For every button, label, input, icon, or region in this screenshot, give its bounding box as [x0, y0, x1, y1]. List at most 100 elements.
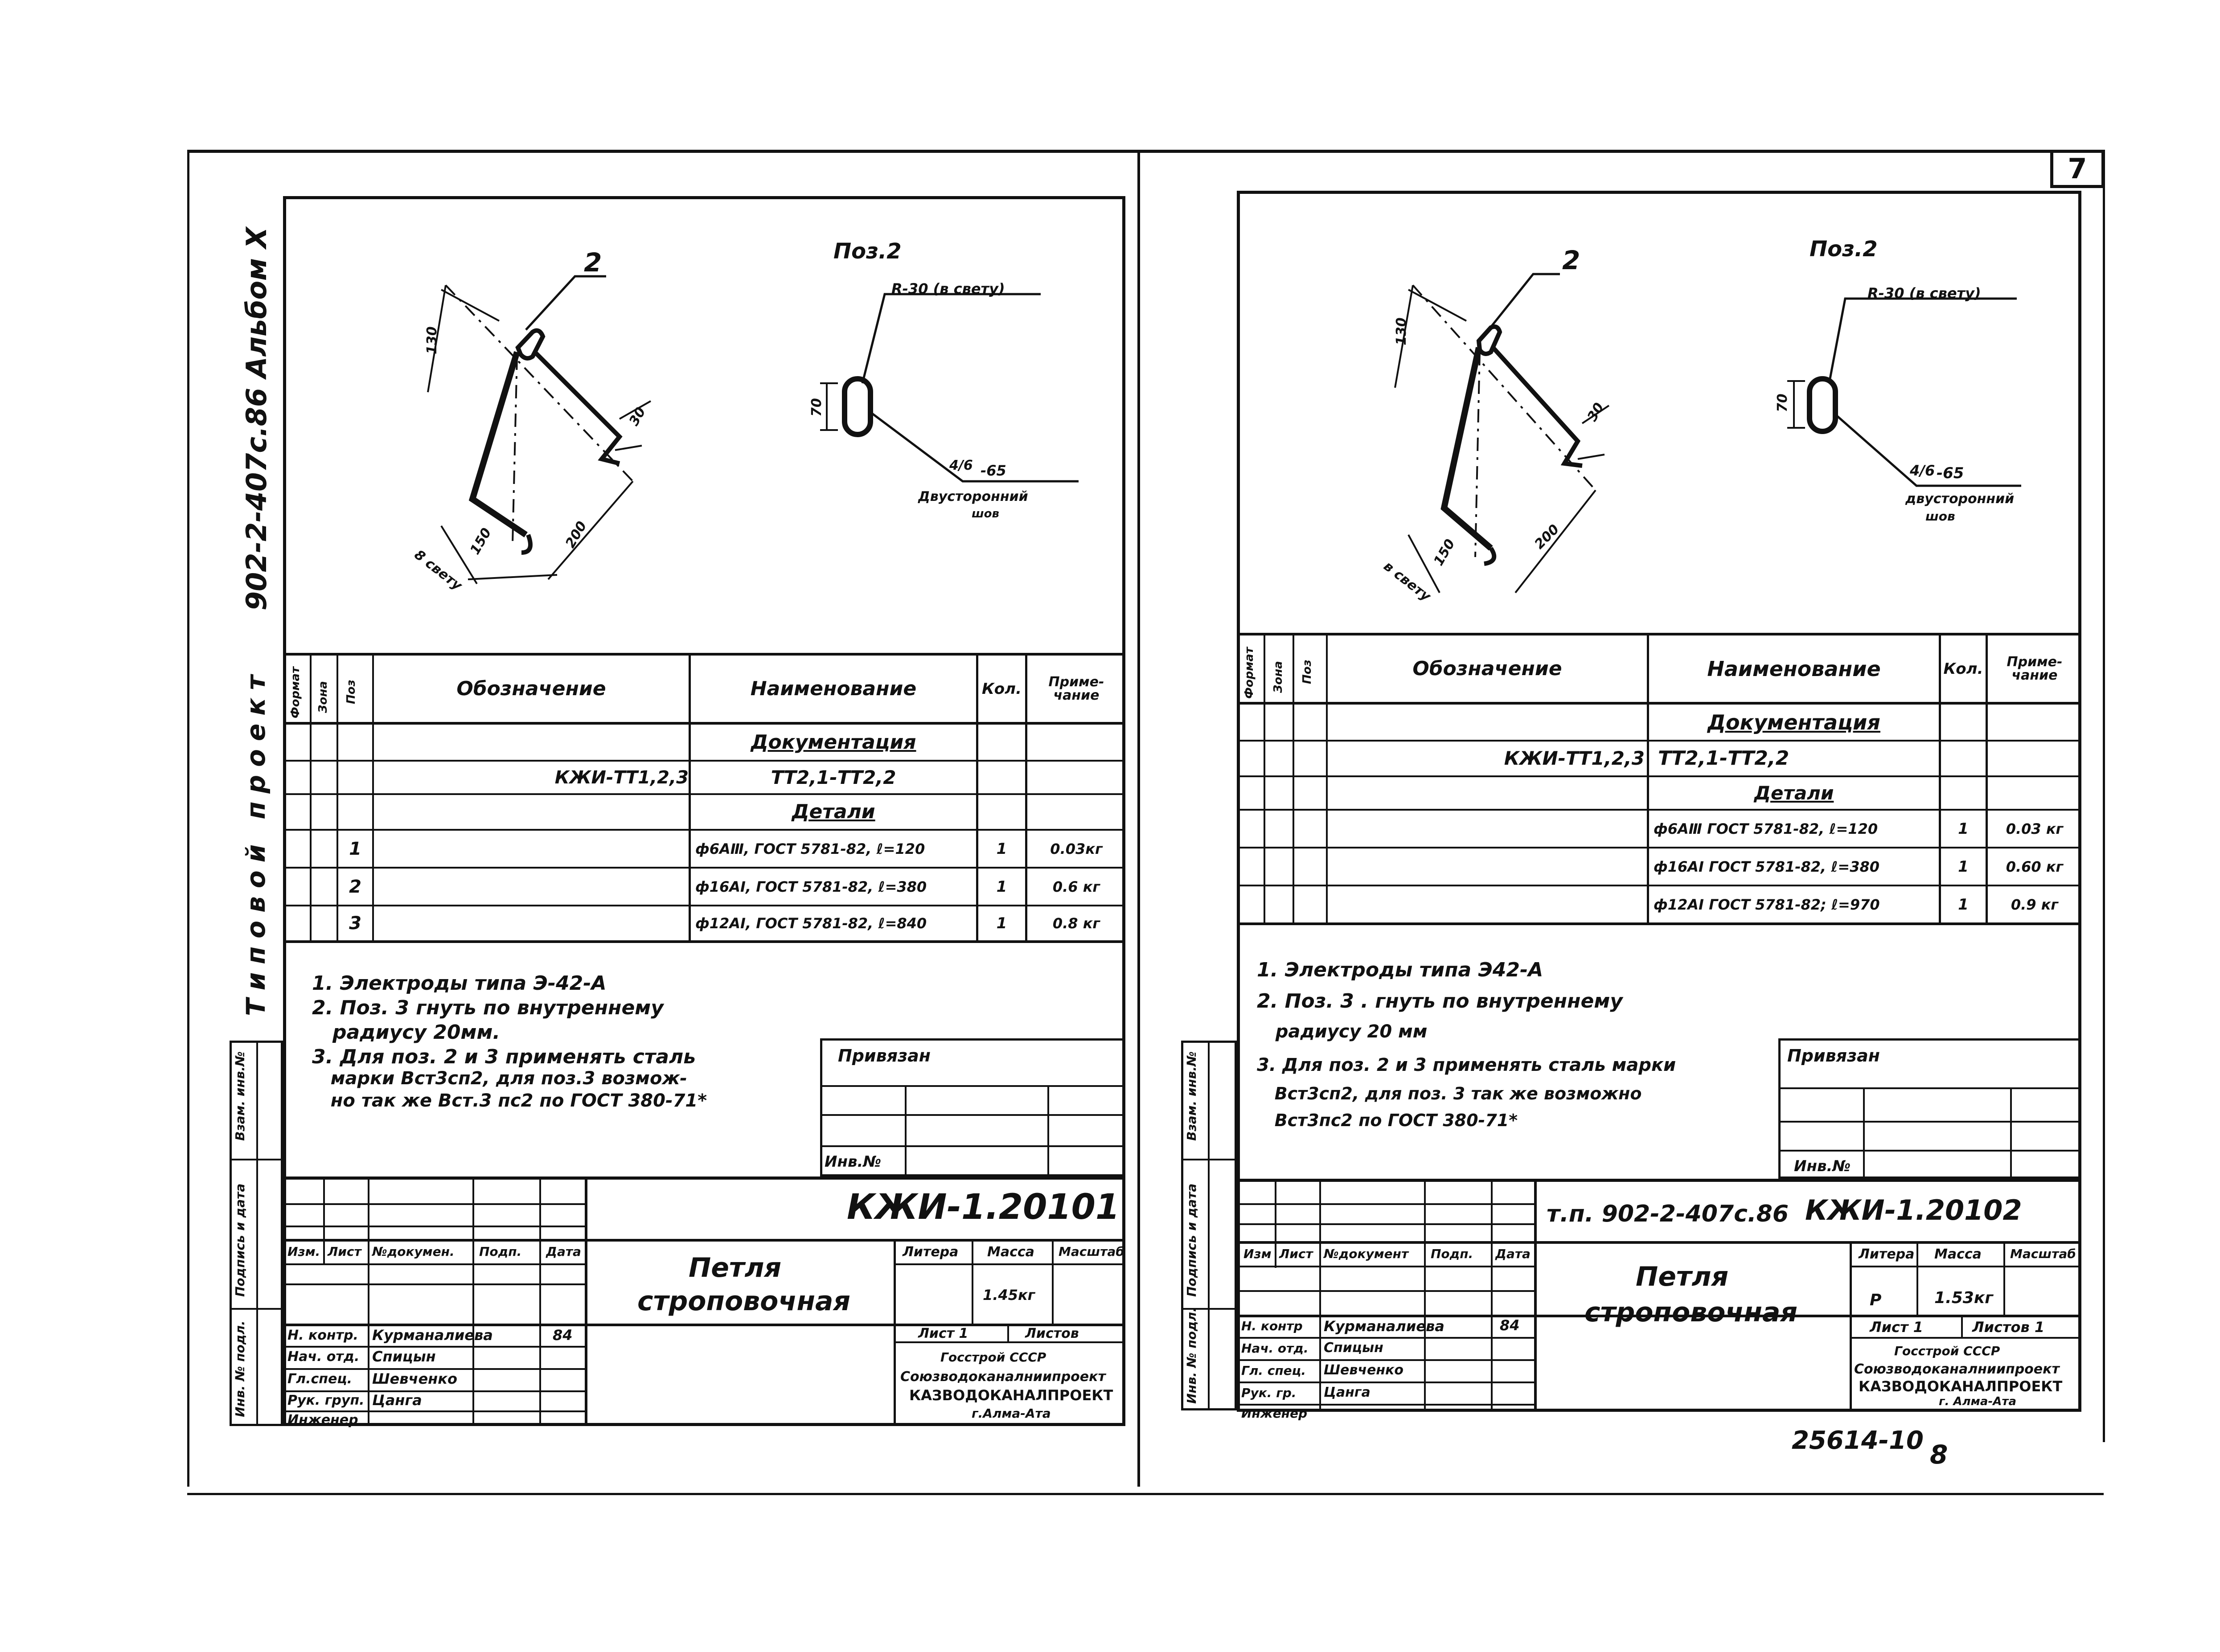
left-tb-col: [1007, 1324, 1009, 1343]
right-hdr-note: Приме- чание: [2007, 654, 2063, 683]
right-tb-col: [1916, 1241, 1918, 1315]
left-mass-value: 1.45кг: [983, 1287, 1035, 1304]
left-row-1-pos: 1: [349, 838, 361, 859]
right-weld-note-2: шов: [1925, 509, 1955, 524]
right-row-3-qty: 1: [1958, 895, 1969, 914]
left-tb-line: [894, 1263, 1125, 1265]
right-row-3-name: ф12АI ГОСТ 5781-82; ℓ=970: [1654, 896, 1880, 913]
left-note-4: 3. Для поз. 2 и 3 применять сталь: [312, 1045, 696, 1068]
right-drawing-frame: [1237, 191, 2081, 1412]
right-doc-name: ТТ2,1-ТТ2,2: [1658, 747, 1789, 770]
right-row-1-note: 0.03 кг: [2006, 820, 2064, 837]
right-note-3: радиусу 20 мм: [1257, 1021, 1428, 1042]
left-hdr-list: Лист: [328, 1244, 361, 1259]
left-tb-line: [283, 1410, 586, 1412]
left-tb-col: [472, 1176, 474, 1426]
right-hdr-name: Наименование: [1707, 656, 1881, 681]
left-hdr-designation: Обозначение: [456, 677, 606, 700]
left-spec-col: [372, 653, 374, 943]
left-tb-line: [283, 1368, 586, 1370]
right-org-3: КАЗВОДОКАНАЛПРОЕКТ: [1859, 1378, 2063, 1395]
right-hdr-list: Лист: [1279, 1246, 1313, 1261]
right-tb-col: [1491, 1179, 1493, 1410]
right-spec-bottom: [1237, 922, 2081, 925]
left-note-5: марки Вст3сп2, для поз.3 возмож-: [312, 1068, 687, 1089]
right-row-2-qty: 1: [1958, 857, 1969, 876]
left-hdr-qty: Кол.: [982, 680, 1022, 698]
left-callout-2: 2: [584, 247, 602, 278]
right-weld-note-1: двусторонний: [1905, 491, 2015, 507]
right-name-1: Курманалиева: [1324, 1318, 1444, 1335]
left-row-3-pos: 3: [349, 913, 361, 934]
right-role-3: Гл. спец.: [1241, 1363, 1306, 1378]
right-org-4: г. Алма-Ата: [1939, 1395, 2017, 1408]
right-side-vzam: Взам. инв.№: [1184, 1051, 1199, 1141]
right-scale: Масштаб: [2010, 1246, 2076, 1261]
right-dim-70: 70: [1775, 394, 1790, 412]
right-tb-line: [1237, 1337, 1535, 1339]
left-name-2: Спицын: [372, 1348, 436, 1365]
left-spec-col: [689, 653, 691, 943]
left-spec-row: [283, 793, 1125, 795]
left-spec-col: [336, 653, 338, 943]
right-edge-line: [2103, 150, 2105, 1442]
left-binding-line: [820, 1085, 1125, 1087]
left-note-3: радиусу 20мм.: [312, 1021, 501, 1044]
left-radius-note: R-30 (в свету): [891, 280, 1005, 297]
left-binding-box: [820, 1038, 1125, 1176]
left-inv-no: Инв.№: [825, 1153, 882, 1171]
right-row-2-name: ф16АI ГОСТ 5781-82, ℓ=380: [1654, 858, 1880, 875]
left-role-4: Рук. груп.: [287, 1393, 365, 1408]
right-tb-col: [1275, 1179, 1276, 1268]
left-tb-line: [283, 1324, 1125, 1326]
right-spec-row: [1237, 740, 2081, 742]
left-spec-row: [283, 829, 1125, 831]
left-spec-hdr-bottom: [283, 722, 1125, 725]
right-hdr-zone: Зона: [1272, 661, 1285, 693]
left-hdr-data: Дата: [546, 1244, 581, 1259]
left-name-4: Цанга: [372, 1392, 422, 1409]
right-side-line: [1208, 1041, 1210, 1410]
right-tb-line: [1237, 1315, 2081, 1317]
right-role-2: Нач. отд.: [1241, 1341, 1309, 1356]
left-hdr-ndoc: №докумен.: [372, 1244, 455, 1259]
right-hdr-podp: Подп.: [1431, 1246, 1473, 1261]
left-row-2-pos: 2: [349, 876, 361, 897]
left-tb-col: [1052, 1239, 1054, 1324]
right-hdr-qty: Кол.: [1943, 660, 1983, 678]
left-spec-row: [283, 905, 1125, 906]
left-doc-code: КЖИ-1.20101: [847, 1187, 1120, 1227]
left-tb-line: [283, 1283, 586, 1285]
left-tb-col: [972, 1239, 973, 1324]
right-sheets: Листов 1: [1972, 1319, 2045, 1336]
left-tb-line: [894, 1341, 1125, 1343]
right-hdr-format: Формат: [1243, 647, 1256, 699]
right-tb-col: [1961, 1315, 1963, 1339]
left-binding-line: [905, 1085, 907, 1176]
right-note-5: Вст3сп2, для поз. 3 так же возможно: [1257, 1084, 1642, 1103]
right-spec-row: [1237, 775, 2081, 777]
left-tb-top: [283, 1176, 1125, 1180]
right-spec-row: [1237, 847, 2081, 849]
right-section-parts: Детали: [1754, 782, 1834, 804]
left-role-3: Гл.спец.: [287, 1371, 352, 1387]
left-binding-line: [1047, 1085, 1049, 1176]
right-tb-line: [1237, 1203, 1535, 1205]
left-note-1: 1. Электроды типа Э-42-А: [312, 972, 607, 995]
right-spec-top: [1237, 633, 2081, 635]
sheet-divider: [1137, 150, 1140, 1487]
right-spec-col: [1264, 633, 1265, 925]
left-row-1-name: ф6АⅢ, ГОСТ 5781-82, ℓ=120: [695, 840, 925, 857]
left-pos-label: Поз.2: [833, 239, 902, 264]
left-mass: Масса: [987, 1244, 1034, 1260]
bottom-border-line: [187, 1493, 2104, 1495]
right-weld-fraction: 4/6: [1910, 462, 1935, 479]
left-litera: Литера: [903, 1244, 959, 1260]
left-tb-line: [283, 1346, 586, 1348]
right-row-1-name: ф6АⅢ ГОСТ 5781-82, ℓ=120: [1654, 820, 1878, 837]
left-row-3-qty: 1: [996, 914, 1007, 932]
left-weld-note-2: шов: [972, 507, 999, 521]
